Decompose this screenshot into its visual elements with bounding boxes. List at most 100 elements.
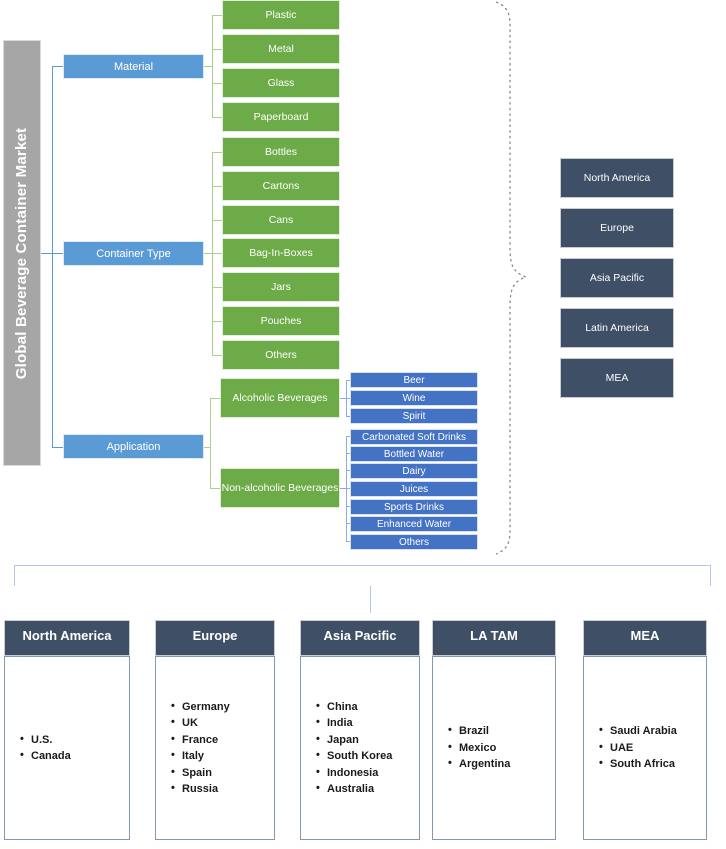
connector-container-bottles bbox=[212, 152, 222, 153]
country-list-item: Japan bbox=[316, 731, 419, 749]
connector-material-paperboard bbox=[212, 117, 222, 118]
non-alcoholic-item-sports-drinks[interactable]: Sports Drinks bbox=[350, 499, 478, 515]
country-list-item: Russia bbox=[171, 780, 274, 798]
container-item-label: Bottles bbox=[264, 146, 298, 158]
material-item-metal[interactable]: Metal bbox=[222, 34, 340, 64]
container-item-jars[interactable]: Jars bbox=[222, 272, 340, 302]
connector-application-non-alcoholic bbox=[210, 488, 220, 489]
segment-material[interactable]: Material bbox=[63, 54, 204, 79]
container-item-label: Others bbox=[265, 349, 297, 361]
root-market-bar: Global Beverage Container Market bbox=[3, 40, 41, 466]
segment-container-type[interactable]: Container Type bbox=[63, 241, 204, 266]
region-asia-pacific[interactable]: Asia Pacific bbox=[560, 258, 674, 298]
material-item-paperboard[interactable]: Paperboard bbox=[222, 102, 340, 132]
non-alcoholic-item-others[interactable]: Others bbox=[350, 534, 478, 550]
country-list-item: Germany bbox=[171, 698, 274, 716]
root-stem-line bbox=[41, 253, 52, 254]
application-category-alcoholic[interactable]: Alcoholic Beverages bbox=[220, 378, 340, 418]
country-card-body: China India Japan South Korea Indonesia … bbox=[300, 656, 420, 840]
connector-na-bottled-water bbox=[346, 453, 350, 454]
material-item-label: Metal bbox=[268, 43, 294, 55]
country-card-body: Saudi Arabia UAE South Africa bbox=[583, 656, 707, 840]
country-list-item: UAE bbox=[599, 739, 706, 757]
country-list-item: China bbox=[316, 698, 419, 716]
application-category-non-alcoholic[interactable]: Non-alcoholic Beverages bbox=[220, 468, 340, 508]
region-label: Latin America bbox=[585, 322, 649, 334]
country-card-title: Europe bbox=[155, 620, 275, 656]
country-list-item: South Africa bbox=[599, 755, 706, 773]
material-item-plastic[interactable]: Plastic bbox=[222, 0, 340, 30]
region-label: North America bbox=[583, 172, 651, 184]
country-list-item: U.S. bbox=[20, 731, 129, 749]
country-list-item: Mexico bbox=[448, 739, 555, 757]
country-list: Germany UK France Italy Spain Russia bbox=[156, 698, 274, 798]
country-list-item: Spain bbox=[171, 764, 274, 782]
non-alcoholic-item-bottled-water[interactable]: Bottled Water bbox=[350, 446, 478, 462]
segment-application[interactable]: Application bbox=[63, 434, 204, 459]
country-card-title: North America bbox=[4, 620, 130, 656]
material-item-glass[interactable]: Glass bbox=[222, 68, 340, 98]
application-category-label: Non-alcoholic Beverages bbox=[221, 482, 339, 494]
connector-to-container-type bbox=[52, 253, 63, 254]
country-list: Saudi Arabia UAE South Africa bbox=[584, 722, 706, 773]
alcoholic-item-label: Beer bbox=[403, 374, 425, 386]
region-mea[interactable]: MEA bbox=[560, 358, 674, 398]
non-alcoholic-item-label: Carbonated Soft Drinks bbox=[362, 431, 466, 443]
country-list-item: India bbox=[316, 714, 419, 732]
country-list: U.S. Canada bbox=[5, 731, 129, 765]
country-list-item: Saudi Arabia bbox=[599, 722, 706, 740]
non-alcoholic-item-label: Enhanced Water bbox=[376, 518, 452, 530]
container-item-label: Cans bbox=[268, 214, 294, 226]
connector-na-carbonated-soft-drinks bbox=[346, 436, 350, 437]
non-alcoholic-item-carbonated-soft-drinks[interactable]: Carbonated Soft Drinks bbox=[350, 429, 478, 445]
alcoholic-item-wine[interactable]: Wine bbox=[350, 390, 478, 406]
segment-application-label: Application bbox=[106, 440, 161, 453]
root-market-label: Global Beverage Container Market bbox=[13, 127, 31, 379]
country-card-body: Germany UK France Italy Spain Russia bbox=[155, 656, 275, 840]
region-label: Asia Pacific bbox=[589, 272, 645, 284]
alcoholic-item-spirit[interactable]: Spirit bbox=[350, 408, 478, 424]
root-spine-line bbox=[52, 66, 53, 447]
container-item-cans[interactable]: Cans bbox=[222, 205, 340, 235]
country-card-europe: Europe Germany UK France Italy Spain Rus… bbox=[155, 620, 275, 840]
connector-material-plastic bbox=[212, 15, 222, 16]
connector-application-alcoholic bbox=[210, 398, 220, 399]
application-category-label: Alcoholic Beverages bbox=[232, 392, 328, 404]
region-label: MEA bbox=[605, 372, 629, 384]
alcoholic-item-label: Wine bbox=[402, 392, 426, 404]
container-item-bottles[interactable]: Bottles bbox=[222, 137, 340, 167]
material-item-label: Paperboard bbox=[253, 111, 309, 123]
container-item-bag-in-boxes[interactable]: Bag-In-Boxes bbox=[222, 238, 340, 268]
non-alcoholic-item-juices[interactable]: Juices bbox=[350, 481, 478, 497]
non-alcoholic-item-label: Dairy bbox=[402, 465, 426, 477]
connector-container-bag-in-boxes bbox=[212, 253, 222, 254]
region-latin-america[interactable]: Latin America bbox=[560, 308, 674, 348]
country-list-item: Indonesia bbox=[316, 764, 419, 782]
country-list-item: Argentina bbox=[448, 755, 555, 773]
non-alcoholic-item-enhanced-water[interactable]: Enhanced Water bbox=[350, 516, 478, 532]
material-spine-line bbox=[212, 15, 213, 118]
application-spine-line bbox=[210, 398, 211, 488]
alcoholic-item-beer[interactable]: Beer bbox=[350, 372, 478, 388]
country-list: Brazil Mexico Argentina bbox=[433, 722, 555, 773]
container-item-cartons[interactable]: Cartons bbox=[222, 171, 340, 201]
country-card-latam: LA TAM Brazil Mexico Argentina bbox=[432, 620, 556, 840]
container-item-pouches[interactable]: Pouches bbox=[222, 306, 340, 336]
connector-material-glass bbox=[212, 83, 222, 84]
non-alcoholic-item-dairy[interactable]: Dairy bbox=[350, 463, 478, 479]
container-item-label: Bag-In-Boxes bbox=[249, 247, 313, 259]
country-list-item: France bbox=[171, 731, 274, 749]
bottom-bracket-stem bbox=[370, 586, 371, 613]
non-alcoholic-item-label: Sports Drinks bbox=[383, 501, 444, 513]
region-europe[interactable]: Europe bbox=[560, 208, 674, 248]
connector-na-sports-drinks bbox=[346, 506, 350, 507]
country-card-asia-pacific: Asia Pacific China India Japan South Kor… bbox=[300, 620, 420, 840]
non-alcoholic-item-label: Juices bbox=[399, 483, 429, 495]
connector-alcoholic-wine bbox=[346, 398, 350, 399]
container-item-others[interactable]: Others bbox=[222, 340, 340, 370]
connector-alcoholic-beer bbox=[346, 380, 350, 381]
country-card-body: Brazil Mexico Argentina bbox=[432, 656, 556, 840]
region-north-america[interactable]: North America bbox=[560, 158, 674, 198]
alcoholic-stem-line bbox=[340, 398, 346, 399]
country-list-item: UK bbox=[171, 714, 274, 732]
